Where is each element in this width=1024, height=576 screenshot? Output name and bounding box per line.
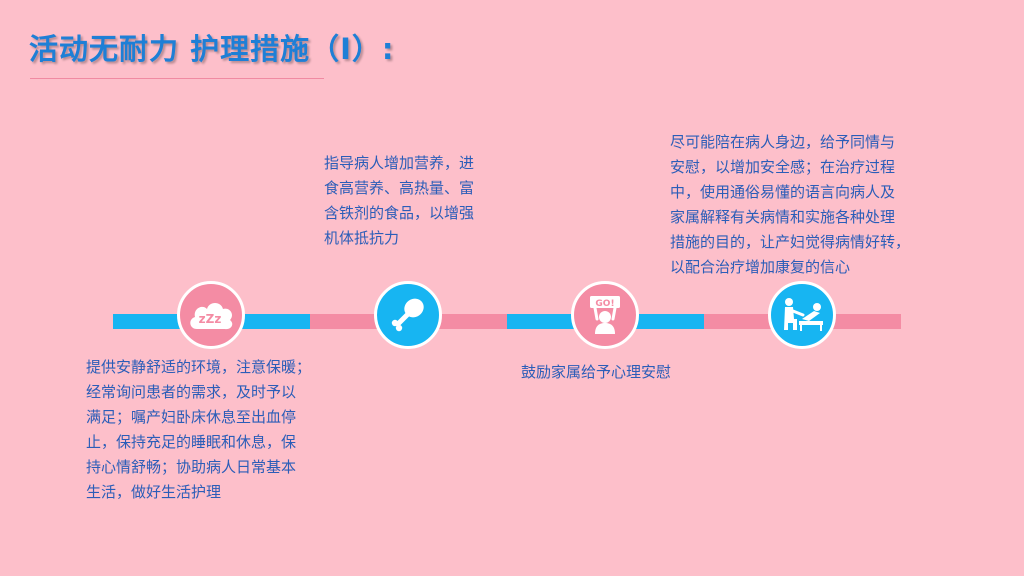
text-line: 提供安静舒适的环境，注意保暖；	[86, 358, 312, 376]
timeline-node-rest: zZz	[177, 281, 245, 349]
text-line: 生活，做好生活护理	[86, 483, 222, 501]
text-line: 持心情舒畅；协助病人日常基本	[86, 458, 297, 476]
text-line: 食高营养、高热量、富	[324, 179, 475, 197]
timeline-node-companion	[768, 281, 836, 349]
family-support-text: 鼓励家属给予心理安慰	[521, 360, 671, 385]
text-line: 经常询问患者的需求，及时予以	[86, 383, 297, 401]
text-line: 满足；嘱产妇卧床休息至出血停	[86, 408, 297, 426]
text-line: 含铁剂的食品，以增强	[324, 204, 475, 222]
sleep-cloud-icon: zZz	[190, 303, 233, 330]
companion-care-text: 尽可能陪在病人身边，给予同情与 安慰，以增加安全感；在治疗过程 中，使用通俗易懂…	[670, 130, 910, 280]
go-sign-label: GO!	[595, 299, 614, 309]
cheering-sign-icon: GO!	[590, 296, 620, 334]
text-line: 安慰，以增加安全感；在治疗过程	[670, 158, 896, 176]
text-line: 鼓励家属给予心理安慰	[521, 363, 672, 381]
nutrition-care-text: 指导病人增加营养，进 食高营养、高热量、富 含铁剂的食品，以增强 机体抵抗力	[324, 151, 474, 251]
rest-care-text: 提供安静舒适的环境，注意保暖； 经常询问患者的需求，及时予以 满足；嘱产妇卧床休…	[86, 355, 311, 505]
text-line: 机体抵抗力	[324, 229, 400, 247]
text-line: 中，使用通俗易懂的语言向病人及	[670, 183, 896, 201]
text-line: 以配合治疗增加康复的信心	[670, 258, 851, 276]
text-line: 措施的目的，让产妇觉得病情好转，	[670, 233, 911, 251]
text-line: 尽可能陪在病人身边，给予同情与	[670, 133, 896, 151]
timeline-node-encourage: GO!	[571, 281, 639, 349]
text-line: 指导病人增加营养，进	[324, 154, 475, 172]
sleep-zzz-label: zZz	[199, 312, 222, 326]
text-line: 止，保持充足的睡眠和休息，保	[86, 433, 297, 451]
page-title: 活动无耐力 护理措施（I）:	[29, 32, 395, 66]
title-underline	[30, 78, 324, 79]
caregiver-patient-icon	[784, 298, 823, 331]
timeline-node-nutrition	[374, 281, 442, 349]
text-line: 家属解释有关病情和实施各种处理	[670, 208, 896, 226]
drumstick-icon	[391, 298, 424, 332]
